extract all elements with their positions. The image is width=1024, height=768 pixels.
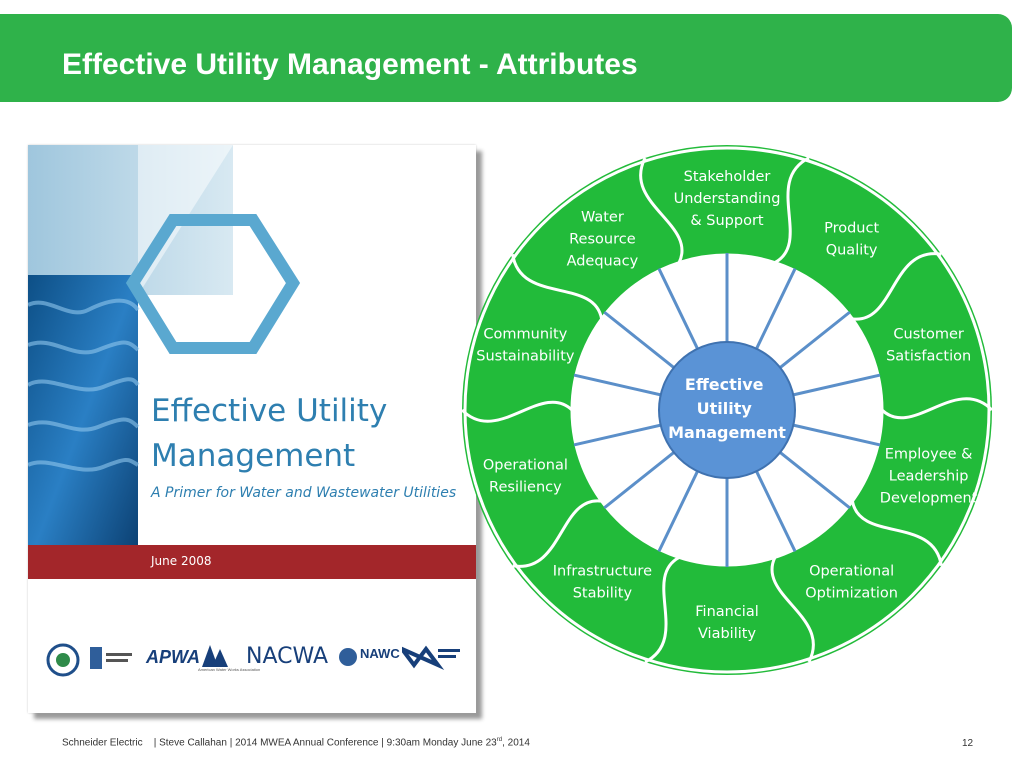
puzzle-seam <box>511 253 604 320</box>
center-label-line: Utility <box>697 399 753 418</box>
awwa-logo-icon <box>202 645 228 667</box>
page-number: 12 <box>962 738 974 749</box>
attribute-label-line: Resource <box>569 232 636 248</box>
attribute-label-line: Customer <box>893 327 963 343</box>
attribute-label-line: Quality <box>826 243 878 259</box>
puzzle-seam <box>880 397 994 420</box>
center-label-line: Effective <box>685 375 764 394</box>
slide-title: Effective Utility Management - Attribute… <box>62 48 638 81</box>
puzzle-seam <box>644 556 680 664</box>
attribute-wheel: Effective Utility Management Stakeholder… <box>460 145 994 675</box>
attribute-label-line: Development <box>880 491 978 507</box>
spoke-line <box>657 267 701 353</box>
cover-subtitle: A Primer for Water and Wastewater Utilit… <box>151 485 457 501</box>
spoke-line <box>789 373 881 398</box>
attribute-label-line: Stakeholder <box>684 169 771 185</box>
attribute-label-line: Sustainability <box>476 349 575 365</box>
attribute-label-line: Operational <box>809 564 894 580</box>
puzzle-seam <box>852 252 942 321</box>
puzzle-seam <box>512 499 602 568</box>
ring-outline <box>463 146 991 674</box>
attribute-label-line: Optimization <box>805 586 898 602</box>
attribute-label-line: Community <box>483 327 567 343</box>
nawc-globe-icon <box>339 648 357 666</box>
awwa-caption: American Water Works Association <box>198 667 261 672</box>
puzzle-seam <box>850 500 943 567</box>
footer-year: , 2014 <box>502 737 530 749</box>
puzzle-seam <box>770 556 815 663</box>
cover-hexagon <box>125 214 301 354</box>
footer-text: Schneider Electric | Steve Callahan | 20… <box>62 737 530 748</box>
partner-logos: APWA American Water Works Association NA… <box>46 641 466 677</box>
attribute-label-line: Viability <box>698 626 756 642</box>
puzzle-seam <box>639 157 684 264</box>
title-banner: Effective Utility Management - Attribute… <box>0 14 1012 102</box>
cover-artwork <box>28 145 301 565</box>
cover-date: June 2008 <box>151 554 212 568</box>
puzzle-seam <box>774 156 810 264</box>
puzzle-seams <box>460 156 994 664</box>
attribute-label-line: Employee & <box>885 447 973 463</box>
spoke-line <box>789 422 881 447</box>
nacwa-logo: NACWA <box>246 644 329 669</box>
spoke-line <box>603 448 678 510</box>
footer-presenter: | Steve Callahan | 2014 MWEA Annual Conf… <box>153 737 497 749</box>
attribute-label-line: Infrastructure <box>553 564 652 580</box>
footer-date-suffix: rd <box>496 737 503 743</box>
spoke-line <box>573 373 665 398</box>
attribute-label-line: Financial <box>695 604 759 620</box>
attribute-label-line: Resiliency <box>489 480 562 496</box>
spoke-line <box>603 310 678 372</box>
attribute-label-line: Operational <box>483 458 568 474</box>
cover-title-line2: Management <box>151 438 356 474</box>
cover-wave-lines <box>28 298 140 472</box>
attribute-label-line: Product <box>824 221 879 237</box>
wef-logo-icon <box>402 645 460 670</box>
cover-title-line1: Effective Utility <box>151 393 388 429</box>
usda-logo-icon <box>90 647 132 669</box>
attribute-label-line: Leadership <box>889 469 969 485</box>
attribute-label-line: Stability <box>573 586 633 602</box>
spokes <box>573 253 881 567</box>
cover-date-band: June 2008 <box>28 545 476 579</box>
spoke-line <box>776 310 851 372</box>
epa-seal-icon <box>46 643 80 677</box>
center-hub <box>658 341 796 479</box>
attribute-label-line: Satisfaction <box>886 349 971 365</box>
spoke-line <box>753 467 797 553</box>
attribute-label-line: & Support <box>690 213 764 229</box>
puzzle-seam <box>460 400 574 423</box>
center-label-line: Management <box>668 423 786 442</box>
apwa-logo: APWA <box>146 647 200 667</box>
attribute-label-line: Water <box>581 210 624 226</box>
nawc-logo: NAWC <box>360 646 400 661</box>
spoke-line <box>776 448 851 510</box>
primer-cover-image: Effective Utility Management A Primer fo… <box>28 145 476 713</box>
attribute-label-line: Understanding <box>674 191 781 207</box>
spoke-line <box>573 422 665 447</box>
spoke-line <box>657 467 701 553</box>
spoke-line <box>753 267 797 353</box>
center-label: Effective Utility Management <box>668 375 786 442</box>
attribute-label-line: Adequacy <box>567 254 639 270</box>
footer-company: Schneider Electric <box>62 737 143 749</box>
